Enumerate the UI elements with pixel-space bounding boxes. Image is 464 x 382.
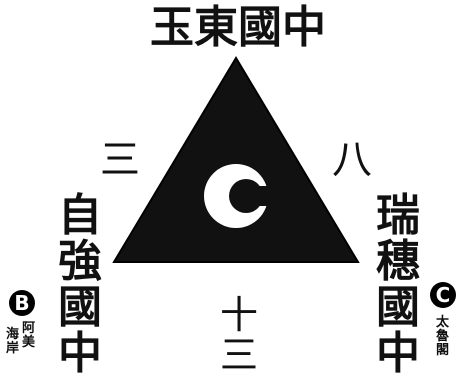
edge-bottom-char: 十 xyxy=(219,293,258,337)
right-school-char: 中 xyxy=(376,328,420,379)
top-school-label: 玉東國中 xyxy=(150,2,326,53)
right-badge: C xyxy=(430,282,456,308)
right-school-char: 穗 xyxy=(376,236,420,287)
left-school-char: 自 xyxy=(58,190,102,241)
left-school-label: 自 強 國 中 xyxy=(56,194,104,378)
caption-char: 魯 xyxy=(436,329,450,344)
left-school-char: 強 xyxy=(58,236,102,287)
caption-char: 阿 xyxy=(22,321,36,336)
right-school-char: 國 xyxy=(376,282,420,333)
left-badge-caption-col1: 海 岸 xyxy=(6,328,20,356)
caption-char: 海 xyxy=(6,327,20,342)
center-c-mark xyxy=(204,164,272,228)
right-school-char: 瑞 xyxy=(376,190,420,241)
right-badge-caption: 太 魯 閣 xyxy=(436,316,450,358)
left-badge: B xyxy=(9,290,35,316)
triangle xyxy=(112,56,360,263)
left-school-char: 國 xyxy=(58,282,102,333)
caption-char: 太 xyxy=(436,315,450,330)
edge-bottom-char: 三 xyxy=(219,333,258,377)
edge-bottom-label: 十 三 xyxy=(216,296,262,376)
left-badge-caption-col2: 阿 美 xyxy=(22,322,36,350)
right-school-label: 瑞 穗 國 中 xyxy=(374,194,422,378)
edge-left-label: 三 xyxy=(100,137,140,183)
edge-right-label: 八 xyxy=(332,137,372,183)
caption-char: 美 xyxy=(22,335,36,350)
caption-char: 閣 xyxy=(436,343,450,358)
caption-char: 岸 xyxy=(6,341,20,356)
left-school-char: 中 xyxy=(58,328,102,379)
